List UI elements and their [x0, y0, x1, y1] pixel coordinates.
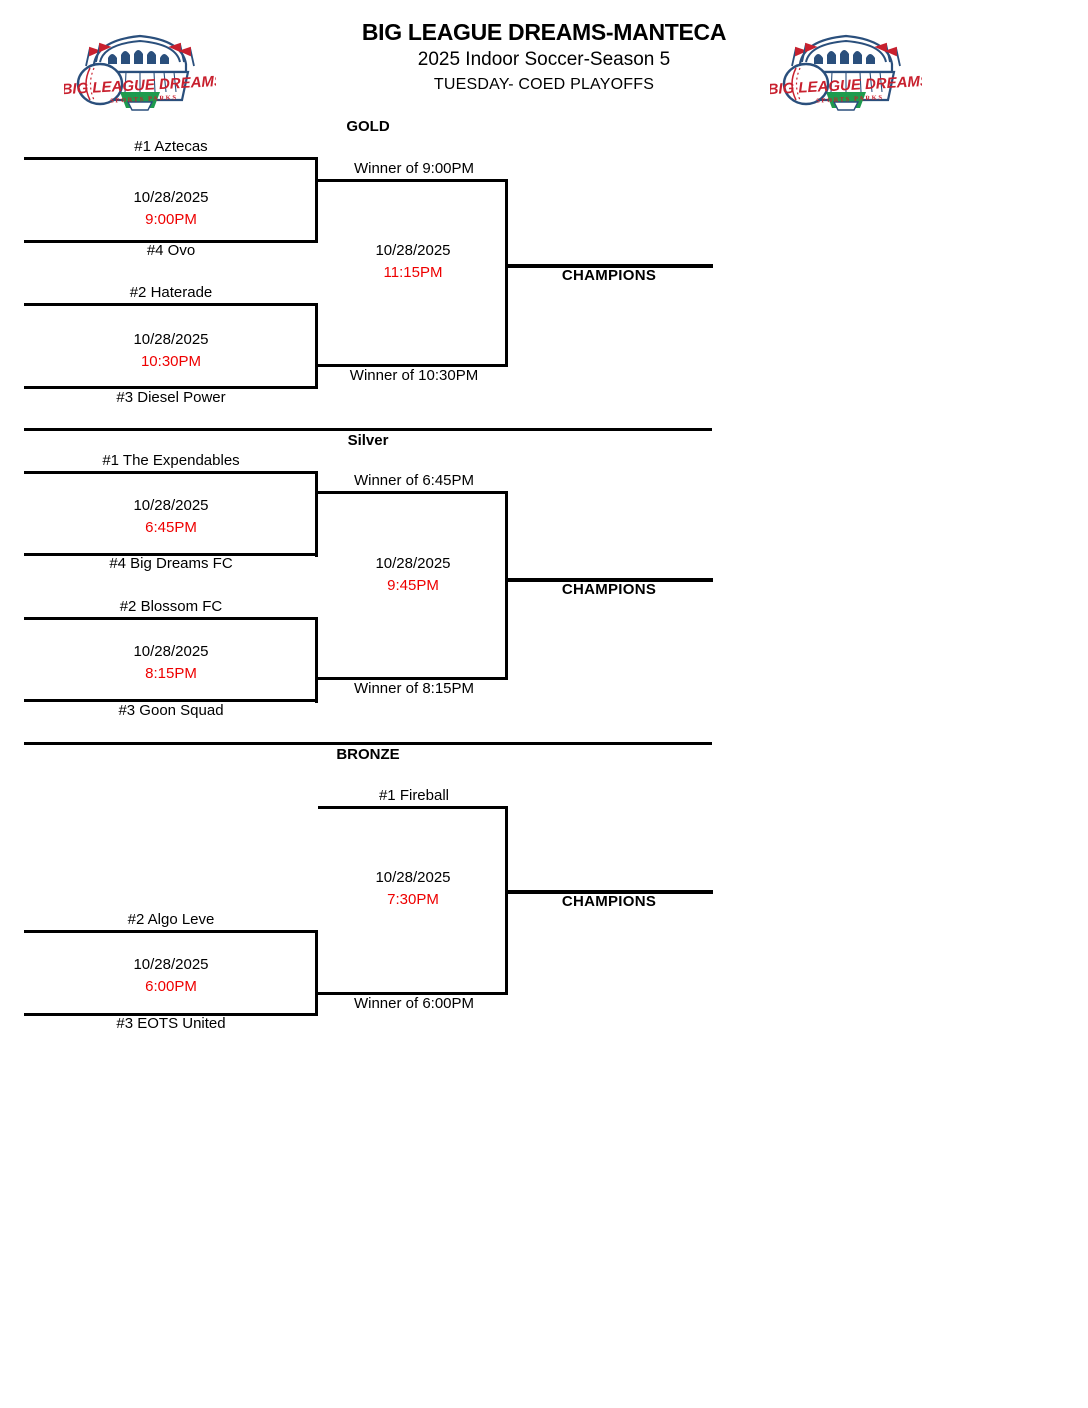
match-line-top [24, 303, 318, 306]
champions-line [505, 578, 713, 582]
team-label-top: #1 Aztecas [134, 138, 208, 155]
section-title-bronze: BRONZE [336, 746, 400, 763]
final-source-top: #1 Fireball [378, 787, 450, 804]
final-line-top [318, 491, 508, 494]
final-line-bottom [318, 992, 508, 995]
match-date: 10/28/2025 [133, 189, 209, 206]
team-label-top: #2 Haterade [129, 284, 213, 301]
match-info: 10/28/2025 9:00PM [24, 187, 318, 231]
champions-line [505, 264, 713, 268]
final-line-top [318, 179, 508, 182]
match-line-top [24, 157, 318, 160]
match-time: 10:30PM [140, 353, 202, 370]
header-text-block: BIG LEAGUE DREAMS-MANTECA 2025 Indoor So… [244, 18, 844, 97]
team-label-bottom: #4 Big Dreams FC [109, 555, 233, 572]
final-connector [505, 491, 508, 679]
match-connector [315, 157, 318, 243]
team-label-bottom: #3 Goon Squad [118, 702, 224, 719]
team-label-bottom: #4 Ovo [146, 242, 196, 259]
section-divider-silver [24, 428, 712, 431]
final-source-bottom: Winner of 8:15PM [353, 680, 475, 697]
match-info: 10/28/2025 11:15PM [318, 240, 508, 284]
match-date: 10/28/2025 [375, 555, 451, 572]
final-line-bottom [318, 677, 508, 680]
match-time: 6:45PM [145, 519, 197, 536]
logo-left: BIG LEAGUE DREAMS SPORTS PARKS [64, 22, 216, 120]
match-info: 10/28/2025 9:45PM [318, 553, 508, 597]
team-label-bottom: #3 EOTS United [116, 1015, 226, 1032]
match-date: 10/28/2025 [375, 869, 451, 886]
section-title-gold: GOLD [346, 118, 390, 135]
team-label-top: #1 The Expendables [102, 452, 240, 469]
match-info: 10/28/2025 10:30PM [24, 329, 318, 373]
match-time: 7:30PM [387, 891, 439, 908]
match-connector [315, 930, 318, 1016]
match-date: 10/28/2025 [133, 643, 209, 660]
team-label-bottom: #3 Diesel Power [116, 389, 226, 406]
match-line-bottom [24, 240, 318, 243]
final-source-bottom: Winner of 6:00PM [353, 995, 475, 1012]
match-date: 10/28/2025 [133, 331, 209, 348]
champions-line [505, 890, 713, 894]
section-divider-bronze [24, 742, 712, 745]
match-line-top [24, 471, 318, 474]
match-date: 10/28/2025 [133, 497, 209, 514]
logo-right: BIG LEAGUE DREAMS SPORTS PARKS [770, 22, 922, 120]
match-connector [315, 617, 318, 703]
match-time: 9:45PM [387, 577, 439, 594]
match-line-bottom [24, 553, 318, 556]
match-date: 10/28/2025 [375, 242, 451, 259]
match-date: 10/28/2025 [133, 956, 209, 973]
match-line-bottom [24, 386, 318, 389]
page-subtitle-2: TUESDAY- COED PLAYOFFS [433, 76, 655, 93]
champions-label: CHAMPIONS [561, 267, 657, 284]
champions-label: CHAMPIONS [561, 581, 657, 598]
final-line-bottom [318, 364, 508, 367]
team-label-top: #2 Algo Leve [127, 911, 215, 928]
match-time: 6:00PM [145, 978, 197, 995]
final-connector [505, 179, 508, 367]
match-line-bottom [24, 1013, 318, 1016]
match-line-top [24, 930, 318, 933]
page-header: BIG LEAGUE DREAMS SPORTS PARKS BIG LEAGU… [0, 0, 1088, 112]
match-time: 9:00PM [145, 211, 197, 228]
final-line-top [318, 806, 508, 809]
final-source-top: Winner of 6:45PM [353, 472, 475, 489]
match-connector [315, 471, 318, 557]
match-connector [315, 303, 318, 389]
team-label-top: #2 Blossom FC [119, 598, 223, 615]
final-source-top: Winner of 9:00PM [353, 160, 475, 177]
final-source-bottom: Winner of 10:30PM [349, 367, 479, 384]
match-info: 10/28/2025 6:00PM [24, 954, 318, 998]
match-line-top [24, 617, 318, 620]
match-info: 10/28/2025 6:45PM [24, 495, 318, 539]
match-info: 10/28/2025 8:15PM [24, 641, 318, 685]
page-title: BIG LEAGUE DREAMS-MANTECA [361, 19, 727, 45]
match-time: 11:15PM [383, 264, 443, 281]
page-subtitle: 2025 Indoor Soccer-Season 5 [417, 49, 671, 70]
match-info: 10/28/2025 7:30PM [318, 867, 508, 911]
champions-label: CHAMPIONS [561, 893, 657, 910]
final-connector [505, 806, 508, 995]
section-title-silver: Silver [347, 432, 389, 449]
svg-text:SPORTS PARKS: SPORTS PARKS [816, 94, 884, 105]
match-line-bottom [24, 699, 318, 702]
match-time: 8:15PM [145, 665, 197, 682]
svg-text:SPORTS PARKS: SPORTS PARKS [110, 94, 178, 105]
